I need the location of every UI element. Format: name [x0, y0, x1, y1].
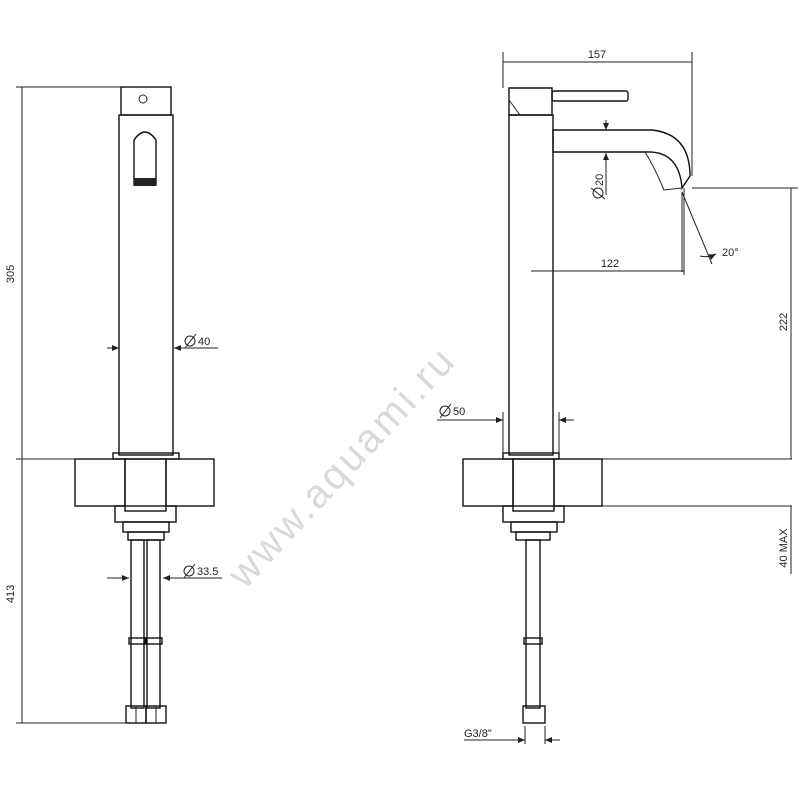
side-fixing-shank — [512, 458, 555, 512]
dim-body-diameter: 40 — [198, 336, 210, 348]
dim-below-deck: 413 — [5, 585, 17, 603]
side-base-flange — [502, 452, 560, 460]
dim-spout-height: 222 — [778, 313, 790, 331]
front-hose-right — [146, 539, 161, 709]
dim-hose-diameter: 33.5 — [197, 566, 218, 578]
dim-spout-diameter: 20 — [594, 174, 606, 186]
front-outlet — [133, 131, 157, 186]
dim-spout-angle: 20° — [722, 247, 739, 259]
front-hose-left — [130, 539, 145, 709]
side-hose-ferrule — [523, 637, 543, 645]
side-view: 157 20 122 20° 222 40 MAX 50 — [437, 49, 798, 744]
front-hose-collar — [127, 531, 165, 541]
front-view: 305 413 40 33.5 — [5, 86, 222, 724]
dim-thread: G3/8" — [464, 728, 492, 740]
dim-base-diameter: 50 — [453, 406, 465, 418]
front-outlet-aerator — [134, 178, 156, 186]
side-hose-collar — [515, 531, 551, 541]
side-knurled-body — [508, 114, 554, 456]
dim-max-deck: 40 MAX — [778, 528, 790, 568]
side-nut-washer — [510, 521, 558, 533]
dim-overall-width: 157 — [588, 49, 606, 61]
dim-spout-reach: 122 — [601, 258, 619, 270]
side-hose-nut — [522, 705, 546, 724]
front-base-flange — [112, 452, 180, 460]
watermark-text: www.aquami.ru — [219, 338, 465, 597]
lever-pivot-icon — [138, 94, 148, 104]
front-hose-ferrule-left — [128, 637, 147, 645]
side-lever-handle — [551, 90, 629, 102]
front-deck-left — [74, 458, 126, 507]
side-spout — [552, 129, 691, 191]
side-deck-right — [553, 458, 603, 507]
side-deck-left — [462, 458, 514, 507]
side-lever-head — [508, 87, 553, 116]
front-hose-ferrule-right — [144, 637, 163, 645]
side-fixing-nut — [502, 505, 565, 523]
front-nut-washer — [122, 521, 170, 533]
front-deck-right — [165, 458, 215, 507]
front-fixing-shank — [124, 458, 167, 512]
side-hose — [525, 539, 541, 709]
front-fixing-nut — [114, 505, 177, 523]
dim-total-height: 305 — [5, 265, 17, 283]
front-knurled-body — [118, 114, 174, 456]
